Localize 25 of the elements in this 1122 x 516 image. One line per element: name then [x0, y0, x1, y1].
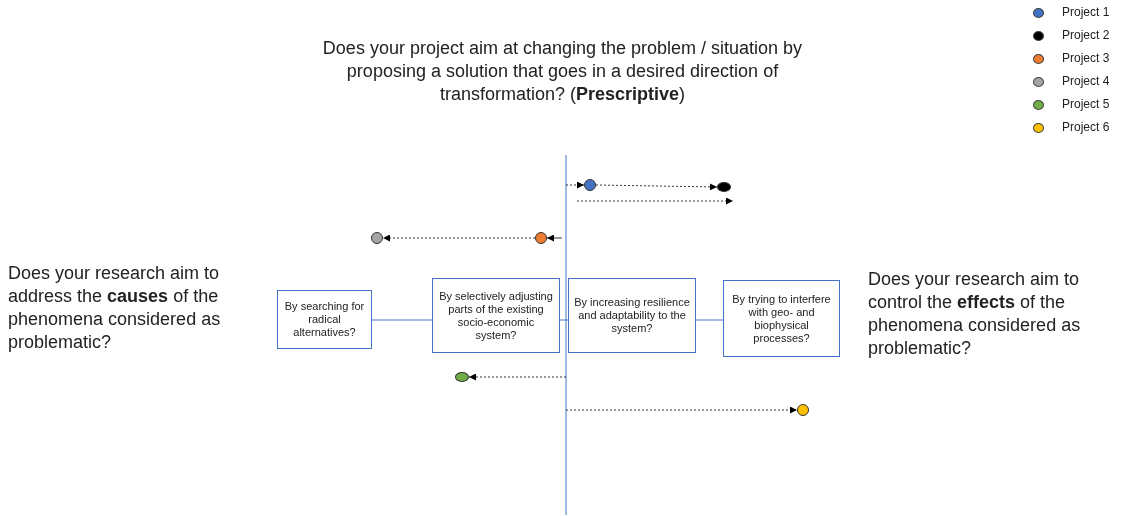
text-box: By selectively adjusting parts of the existing socio-economic system? — [432, 278, 560, 353]
arrow — [382, 234, 536, 242]
arrow — [468, 373, 567, 381]
circle-marker — [717, 182, 731, 192]
circle-marker — [797, 404, 809, 416]
legend-label: Project 3 — [1062, 51, 1110, 65]
text-box: By increasing resilience and adaptability to the system? — [568, 278, 696, 353]
question-text: Does your project aim at changing the problem / situation by proposing a solution that goes in a desired direction of transformation? (Prescriptive) — [321, 37, 804, 106]
circle-marker — [535, 232, 547, 244]
circle-marker — [371, 232, 383, 244]
question-text: Does your research aim to control the effects of the phenomena considered as problematic? — [868, 268, 1082, 360]
question-text: Does your research aim to address the causes of the phenomena considered as problematic? — [8, 262, 222, 354]
arrow — [595, 183, 718, 191]
legend-label: Project 4 — [1062, 74, 1110, 88]
text-box: By searching for radical alternatives? — [277, 290, 372, 349]
arrow — [546, 234, 563, 242]
legend-label: Project 5 — [1062, 97, 1110, 111]
arrow — [565, 181, 585, 189]
legend-label: Project 1 — [1062, 5, 1110, 19]
legend-label: Project 6 — [1062, 120, 1110, 134]
legend-label: Project 2 — [1062, 28, 1110, 42]
circle-marker — [584, 179, 596, 191]
text-box: By trying to interfere with geo- and biophysical processes? — [723, 280, 840, 357]
circle-marker — [455, 372, 469, 382]
arrow — [565, 406, 798, 414]
